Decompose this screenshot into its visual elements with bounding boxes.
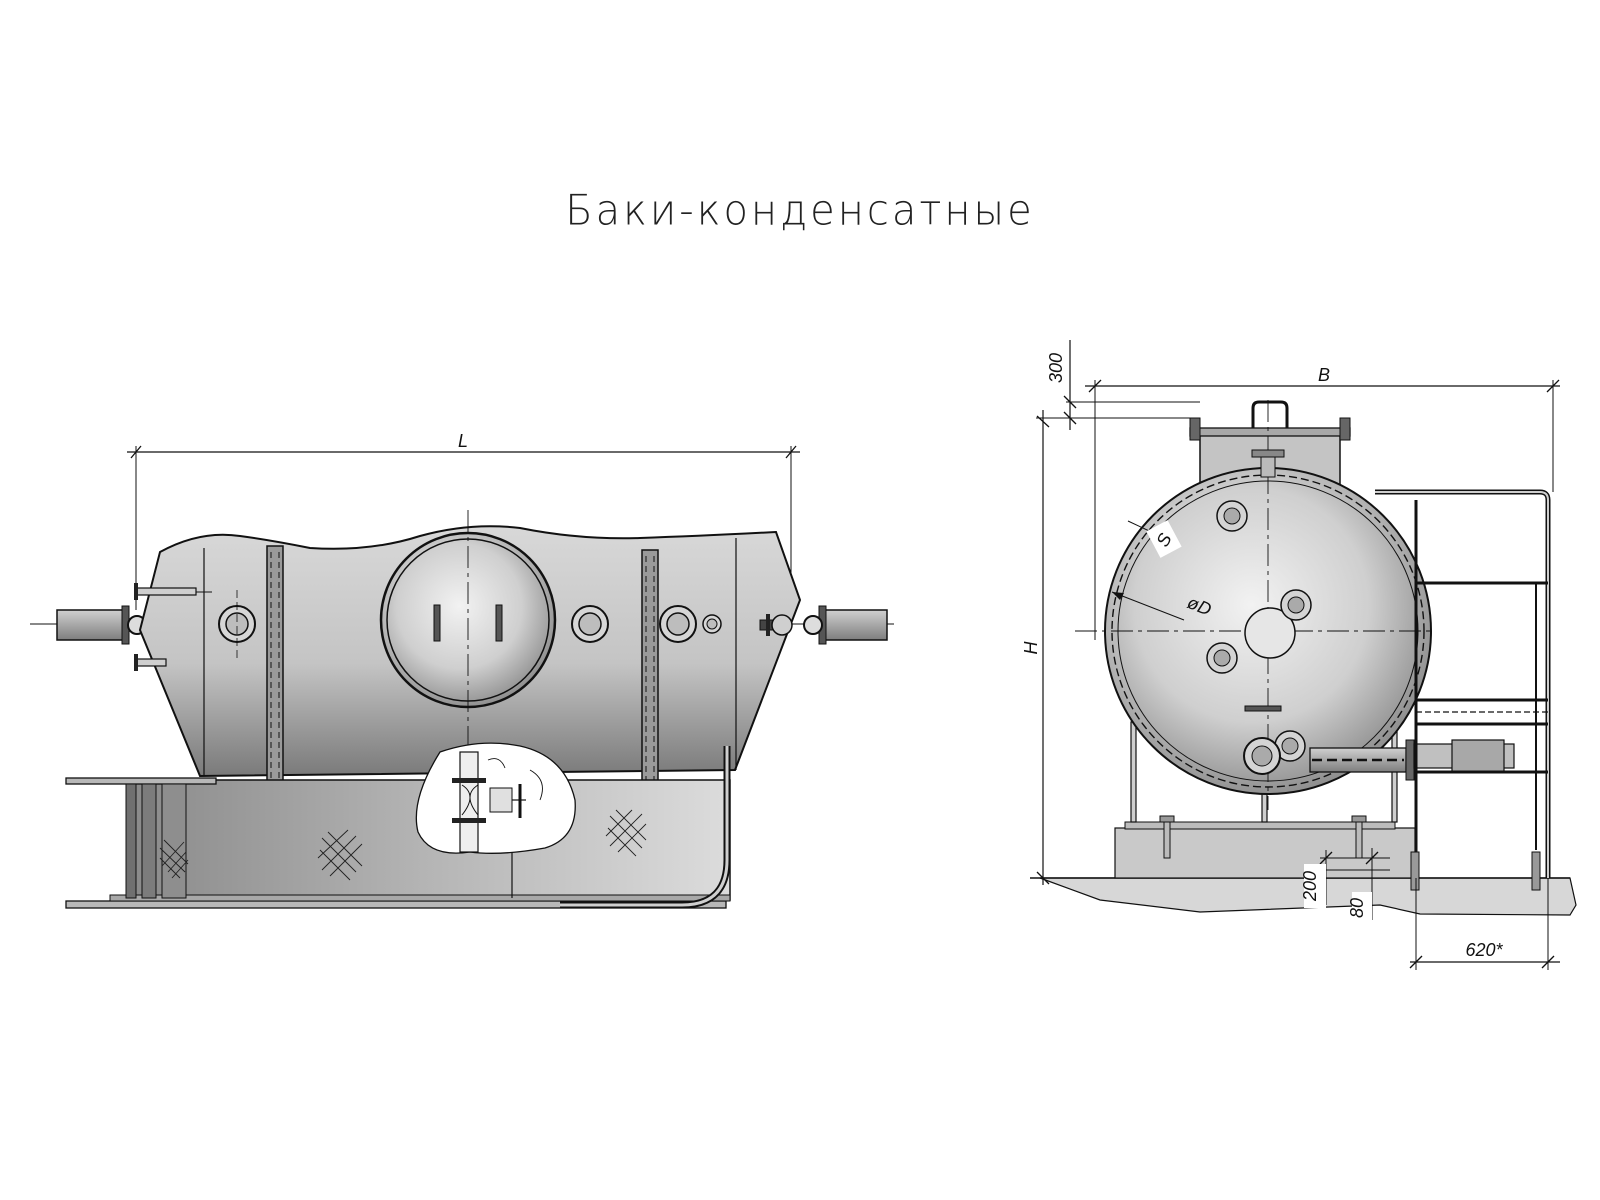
top-offset-dimension: 300 bbox=[1046, 340, 1200, 430]
foundation-dimensions: 200 80 bbox=[1300, 848, 1390, 924]
length-label: L bbox=[458, 431, 468, 451]
manhole bbox=[379, 510, 557, 760]
inlet-pipe bbox=[56, 609, 128, 641]
support-ring-left bbox=[266, 545, 284, 791]
anchor-depth-label: 80 bbox=[1347, 898, 1367, 918]
width-dimension: B bbox=[1085, 365, 1560, 640]
side-view: L bbox=[30, 431, 900, 909]
base-frame bbox=[65, 777, 731, 909]
nozzle-3 bbox=[659, 605, 697, 643]
foundation-depth-label: 200 bbox=[1300, 871, 1320, 902]
nozzle-4 bbox=[702, 614, 722, 634]
top-offset-label: 300 bbox=[1046, 353, 1066, 383]
valve-cutout bbox=[415, 742, 576, 854]
outlet-pipe bbox=[824, 609, 888, 641]
end-view: H 300 B øD S bbox=[1021, 340, 1577, 970]
height-label: H bbox=[1021, 641, 1041, 655]
wall-thickness-tag: S bbox=[1127, 520, 1182, 558]
end-outlet-pipe bbox=[1309, 739, 1515, 781]
top-nozzle bbox=[1251, 449, 1285, 478]
platform-width-dimension: 620* bbox=[1409, 878, 1560, 970]
left-fittings bbox=[134, 583, 212, 671]
shell-nozzles bbox=[1206, 500, 1312, 775]
support-ring-right bbox=[641, 549, 659, 789]
nozzle-2 bbox=[571, 605, 609, 643]
level-gauge-valve bbox=[759, 614, 793, 636]
platform-width-label: 620* bbox=[1465, 940, 1503, 960]
service-platform bbox=[1375, 489, 1551, 891]
nozzle-1 bbox=[218, 590, 256, 660]
width-label: B bbox=[1318, 365, 1330, 385]
height-dimension: H bbox=[1021, 410, 1200, 885]
tank-shell-end bbox=[1075, 400, 1435, 810]
anchor-bolts bbox=[1159, 815, 1367, 859]
drawing-title: Баки-конденсатные bbox=[565, 186, 1035, 236]
